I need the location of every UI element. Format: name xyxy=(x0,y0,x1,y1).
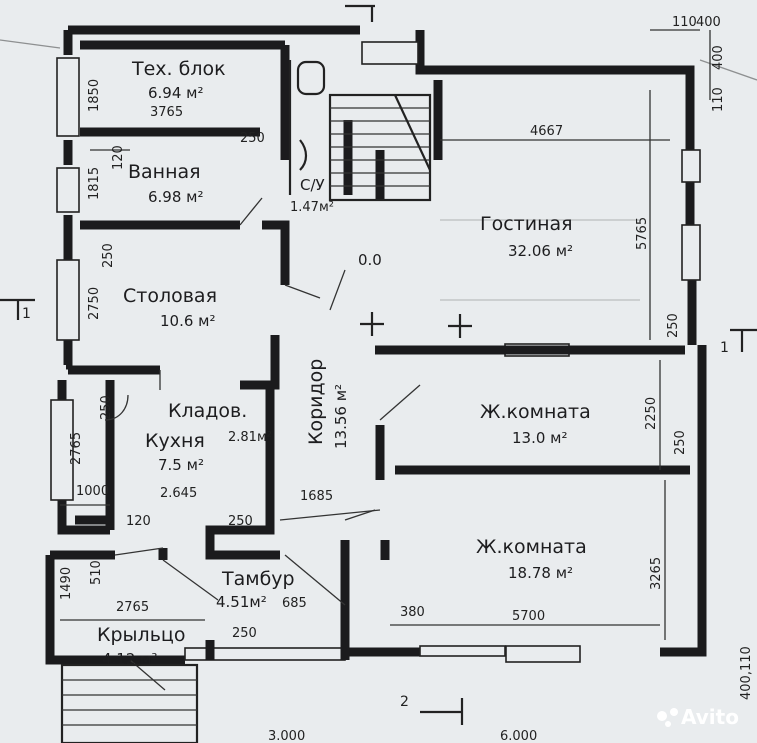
corridor-label-group: Коридор 13.56 м² xyxy=(305,359,350,449)
window-tech xyxy=(56,57,80,137)
dim-2765-porch: 2765 xyxy=(116,600,149,615)
dim-510: 510 xyxy=(89,560,104,585)
window-bath xyxy=(56,167,80,213)
tech-block-area: 6.94 м² xyxy=(148,84,204,102)
dim-5765: 5765 xyxy=(635,217,650,250)
wc-area: 1.47м² xyxy=(290,200,334,215)
section-1-left-label: 1 xyxy=(22,306,31,322)
bedroom1-area: 13.0 м² xyxy=(512,429,568,447)
window-bedroom2-b xyxy=(419,645,506,657)
dim-250-bed: 250 xyxy=(673,430,688,455)
window-living-upper xyxy=(681,149,701,183)
section-2-label: 2 xyxy=(400,694,409,710)
pantry-area: 2.81м² xyxy=(228,430,272,445)
dim-400-110-bottom: 400,110 xyxy=(739,646,754,700)
dim-1850: 1850 xyxy=(87,79,102,112)
dim-3265: 3265 xyxy=(649,557,664,590)
wc-name: С/У xyxy=(300,176,325,194)
section-axes xyxy=(0,4,757,725)
dim-120-bath: 120 xyxy=(111,145,126,170)
outer-walls xyxy=(45,25,707,665)
dim-4667: 4667 xyxy=(530,124,563,139)
dim-top-400: 400 xyxy=(696,15,721,30)
bedroom1-name: Ж.комната xyxy=(480,401,591,423)
window-living-lower xyxy=(681,224,701,281)
bedroom2-name: Ж.комната xyxy=(476,536,587,558)
dim-250-tech: 250 xyxy=(240,131,265,146)
dim-right-400: 400 xyxy=(711,45,726,70)
dim-250-right: 250 xyxy=(666,313,681,338)
dining-room-area: 10.6 м² xyxy=(160,312,216,330)
dim-2750: 2750 xyxy=(87,287,102,320)
dim-380: 380 xyxy=(400,605,425,620)
window-bedroom2 xyxy=(505,645,581,663)
section-1-right-label: 1 xyxy=(720,340,729,356)
windows xyxy=(50,41,701,663)
level-mark: 0.0 xyxy=(358,251,382,269)
avito-watermark: Avito xyxy=(657,705,739,729)
dim-2765-left: 2765 xyxy=(69,432,84,465)
window-kitchen xyxy=(50,399,74,501)
dim-top-110: 110 xyxy=(672,15,697,30)
dim-bottom-left: 3.000 xyxy=(268,729,305,743)
dim-250-pantry: 250 xyxy=(99,395,114,420)
dining-room-name: Столовая xyxy=(123,285,217,307)
dim-1490: 1490 xyxy=(59,567,74,600)
living-room-name: Гостиная xyxy=(480,213,573,235)
cross-markers xyxy=(360,312,472,338)
living-room-area: 32.06 м² xyxy=(508,242,573,260)
door-swings xyxy=(104,197,421,691)
kitchen-name: Кухня xyxy=(145,430,205,452)
dim-2250: 2250 xyxy=(644,397,659,430)
dim-685: 685 xyxy=(282,596,307,611)
kitchen-dim: 2.645 xyxy=(160,486,197,501)
interior-walls xyxy=(50,40,690,660)
kitchen-area: 7.5 м² xyxy=(158,456,204,474)
corridor-name: Коридор xyxy=(305,359,327,445)
dimension-lines xyxy=(60,29,711,640)
vestibule-name: Тамбур xyxy=(221,568,295,590)
tech-block-name: Тех. блок xyxy=(131,58,226,80)
bathroom-area: 6.98 м² xyxy=(148,188,204,206)
dim-1685: 1685 xyxy=(300,489,333,504)
porch-name: Крыльцо xyxy=(97,624,185,646)
dim-5700: 5700 xyxy=(512,609,545,624)
dim-120-kitchen: 120 xyxy=(126,514,151,529)
porch-area: 4.12 м² xyxy=(102,650,158,668)
porch-steps xyxy=(60,663,199,743)
window-dining xyxy=(56,259,80,341)
window-stair xyxy=(361,41,419,65)
vestibule-area: 4.51м² xyxy=(216,593,267,611)
bedroom2-area: 18.78 м² xyxy=(508,564,573,582)
wc-fixtures xyxy=(288,60,326,195)
dim-right-110: 110 xyxy=(711,87,726,112)
tech-block-dim: 3765 xyxy=(150,105,183,120)
dim-250-kitchen: 250 xyxy=(228,514,253,529)
staircase xyxy=(328,93,432,202)
vertical-dims: 1850 1815 120 2750 250 2765 250 1490 510… xyxy=(59,45,754,700)
dim-250-dining: 250 xyxy=(101,243,116,268)
avito-logo-text: Avito xyxy=(681,705,739,729)
bathroom-name: Ванная xyxy=(128,161,201,183)
dim-250-porch: 250 xyxy=(232,626,257,641)
dim-1000: 1000 xyxy=(76,484,109,499)
pantry-name: Кладов. xyxy=(168,400,247,422)
dim-bottom-right: 6.000 xyxy=(500,729,537,743)
corridor-area: 13.56 м² xyxy=(332,384,350,449)
dim-1815: 1815 xyxy=(87,167,102,200)
